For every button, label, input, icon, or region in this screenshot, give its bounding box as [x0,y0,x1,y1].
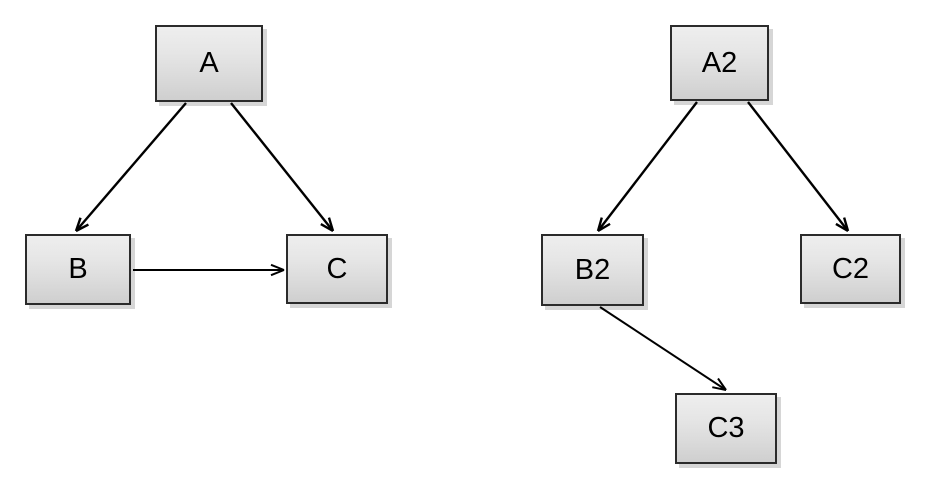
edge-line [75,102,187,232]
arrowhead-barb [270,263,285,271]
node-label: A2 [701,46,738,79]
node-label: B [68,253,88,285]
arrowhead-barb [842,217,850,232]
edge-a2-to-c2 [747,101,850,233]
arrowhead-barb [596,217,603,232]
edge-line [597,101,698,232]
node-label: C3 [707,412,745,444]
node-a[interactable]: A [155,25,263,102]
arrowhead-barb [320,223,334,233]
node-a2[interactable]: A2 [670,25,769,101]
arrowhead-barb [74,217,82,232]
edge-b-to-c [133,263,285,277]
arrowhead-barb [717,377,727,391]
node-b2[interactable]: B2 [541,234,644,306]
edge-line [747,101,849,232]
arrowhead-barb [75,223,89,233]
node-label: C2 [831,252,870,285]
edge-a-to-c [230,102,335,233]
edge-line [599,306,727,391]
node-label: B2 [574,253,611,286]
edge-a2-to-b2 [596,101,698,233]
edge-line [230,102,334,232]
node-c[interactable]: C [286,234,388,304]
arrowhead-barb [597,222,611,233]
arrowhead-barb [327,217,335,232]
node-c2[interactable]: C2 [800,234,901,304]
node-c3[interactable]: C3 [675,393,777,464]
node-label: C [326,252,348,285]
arrowhead-barb [270,269,285,277]
node-label: A [199,47,219,79]
edge-a-to-b [74,102,187,233]
arrowhead-barb [712,386,727,391]
edge-b2-to-c3 [599,306,727,391]
arrowhead-barb [835,222,849,233]
node-b[interactable]: B [25,234,131,305]
